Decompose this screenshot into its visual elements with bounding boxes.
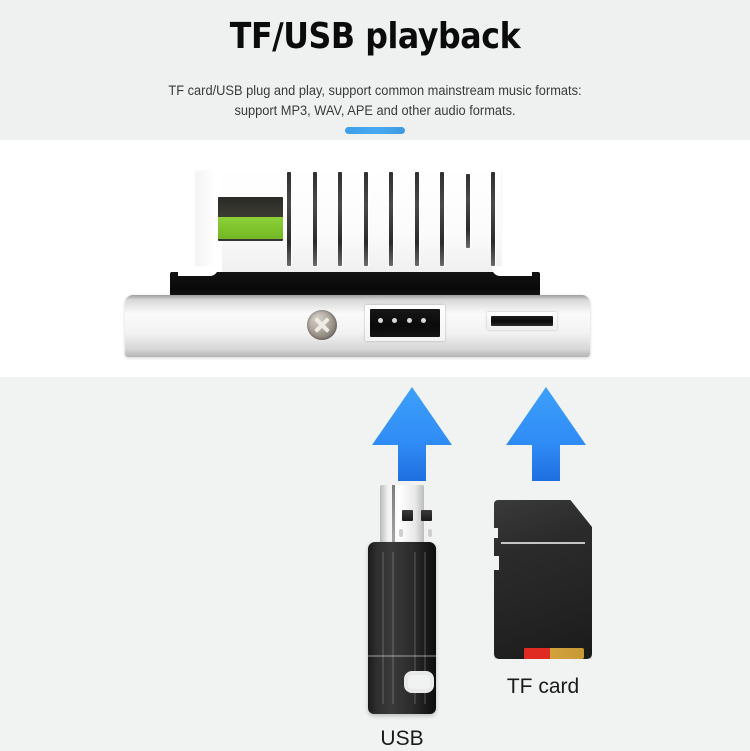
cross-head-screw-icon [307,310,337,340]
usb-port-cavity [370,309,440,337]
accent-bar [345,127,405,134]
connector-contact-tab [402,510,413,521]
usb-keyring-loop [404,671,434,693]
silver-front-panel [125,295,590,357]
connector-hole [428,529,432,537]
vent-slot [440,172,444,266]
vent-slot [389,172,393,266]
vent-slot [287,172,291,266]
usb-body-groove [424,552,426,704]
tf-card-upper-notch [494,528,498,538]
arrow-head [372,387,452,445]
arrow-head [506,387,586,445]
subtitle-line-1: TF card/USB plug and play, support commo… [168,83,582,98]
usb-label: USB [380,727,424,750]
usb-body-groove [392,552,394,704]
arrow-to-tf-slot [506,387,586,481]
accessories-panel: USB TF card [0,377,750,750]
screw-cross-slot [309,312,334,337]
product-photo-panel [0,140,750,377]
vent-slot [465,174,470,248]
green-terminal-block [218,217,283,239]
tf-card-label: TF card [506,675,580,698]
page-title: TF/USB playback [229,16,521,57]
connector-contact-tab [421,510,432,521]
tf-memory-card [494,500,592,659]
usb-body-groove [414,552,416,704]
vent-slot [363,172,368,266]
connector-edge [392,485,395,547]
tf-card-write-protect-notch [494,556,499,570]
terminal-recess [218,197,283,241]
connector-hole [399,529,403,537]
vent-slot [312,172,317,266]
subtitle-line-2: support MP3, WAV, APE and other audio fo… [234,103,516,118]
tf-card-slot-cavity [491,316,553,326]
usb-body-seam [368,655,436,657]
arrow-to-usb-port [372,387,452,481]
arrow-stem [532,444,560,481]
white-vented-amplifier-module [196,166,501,282]
usb-body-groove [382,552,384,704]
tf-card-gold-stripe [550,648,584,659]
usb-metal-connector [380,485,432,547]
usb-contact-pin [378,318,383,323]
module-left-wall [196,170,222,282]
usb-contact-pin [392,318,398,323]
usb-a-port [365,305,445,341]
tf-card-divider-line [501,542,585,544]
tf-card-body [494,500,592,659]
tf-card-red-stripe [524,648,550,659]
vent-slot [414,172,419,266]
usb-flash-drive [368,485,436,728]
arrow-stem [398,444,426,481]
usb-contact-group [378,318,426,323]
usb-contact-pin [406,318,412,323]
vent-slot-group [287,172,495,270]
tf-card-slot [487,312,557,330]
vent-slot [491,172,495,266]
subtitle: TF card/USB plug and play, support commo… [19,81,732,121]
usb-contact-pin [420,318,426,323]
vent-slot [338,172,342,266]
header-band: TF/USB playback TF card/USB plug and pla… [0,0,750,140]
